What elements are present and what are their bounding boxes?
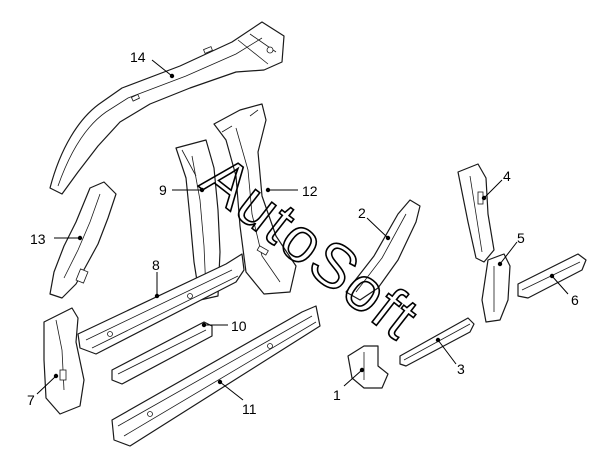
callout-2: 2 bbox=[358, 205, 366, 221]
callout-7: 7 bbox=[27, 392, 35, 408]
part-14-roof-rail bbox=[49, 21, 285, 195]
part-13-front-pillar bbox=[49, 181, 117, 299]
part-4-pillar bbox=[457, 163, 495, 263]
part-7-hinge-pillar bbox=[43, 307, 85, 415]
callout-3: 3 bbox=[457, 361, 465, 377]
callout-11: 11 bbox=[242, 401, 257, 417]
leader-lines bbox=[36, 59, 569, 401]
part-11-rocker-outer bbox=[111, 305, 321, 447]
part-12-pillar bbox=[213, 103, 297, 295]
part-3-strip bbox=[399, 317, 475, 367]
callout-13: 13 bbox=[30, 231, 46, 247]
callout-9: 9 bbox=[159, 182, 167, 198]
callout-12: 12 bbox=[302, 183, 318, 199]
part-9-pillar bbox=[175, 139, 221, 301]
part-8-rocker bbox=[77, 253, 245, 355]
part-2-reinforcement bbox=[345, 199, 421, 301]
part-10-sill bbox=[111, 321, 213, 385]
callout-1: 1 bbox=[333, 387, 341, 403]
part-5-bracket bbox=[481, 253, 511, 323]
callout-8: 8 bbox=[152, 257, 160, 273]
callout-6: 6 bbox=[571, 292, 579, 308]
callout-10: 10 bbox=[231, 318, 247, 334]
callout-4: 4 bbox=[503, 168, 511, 184]
part-1-bracket bbox=[347, 345, 389, 389]
callout-14: 14 bbox=[130, 49, 146, 65]
callout-5: 5 bbox=[517, 230, 525, 246]
